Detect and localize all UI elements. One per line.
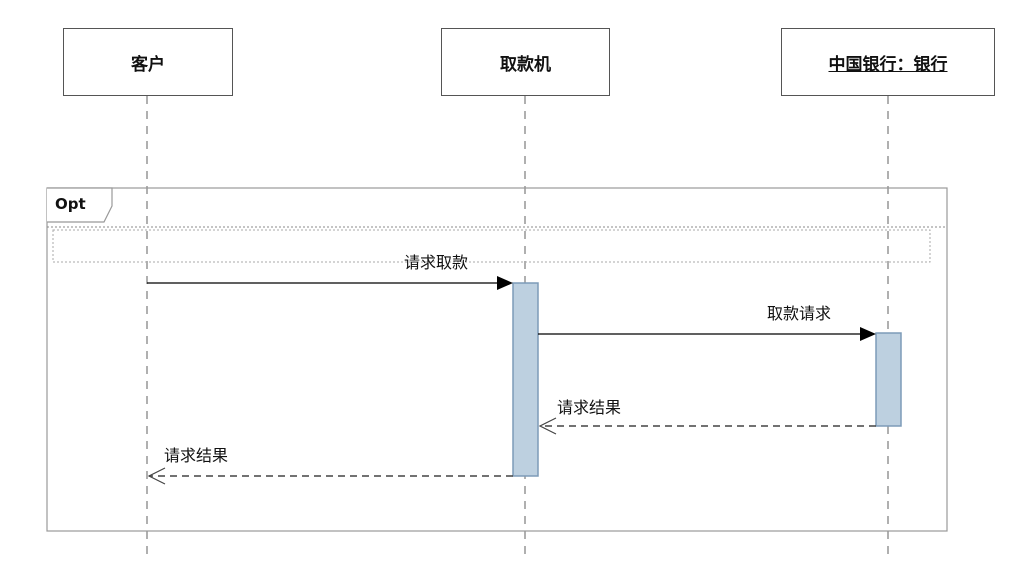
open-arrowhead-icon [147, 467, 166, 485]
lifeline-customer-label: 客户 [131, 54, 165, 75]
filled-arrowhead-icon [497, 276, 513, 290]
opt-fragment-frame [46, 187, 948, 532]
activation-bar-bank [875, 332, 902, 427]
message-label-withdrawal-request: 取款请求 [767, 304, 832, 323]
filled-arrowhead-icon [860, 327, 876, 341]
fragment-operator-label: Opt [55, 195, 86, 213]
message-label-result-to-customer: 请求结果 [164, 446, 229, 465]
lifeline-atm-label: 取款机 [500, 54, 551, 75]
opt-guard-area [52, 229, 931, 263]
activation-bar-atm [512, 282, 539, 477]
message-label-result-to-atm: 请求结果 [557, 398, 622, 417]
open-arrowhead-icon [538, 417, 557, 435]
lifeline-customer[interactable]: 客户 [63, 28, 233, 96]
message-label-request-withdrawal: 请求取款 [404, 253, 469, 272]
lifeline-atm[interactable]: 取款机 [441, 28, 610, 96]
opt-fragment-tab [47, 187, 113, 223]
lifeline-bank[interactable]: 中国银行：银行 [781, 28, 995, 96]
lifeline-bank-label: 中国银行：银行 [828, 54, 948, 75]
